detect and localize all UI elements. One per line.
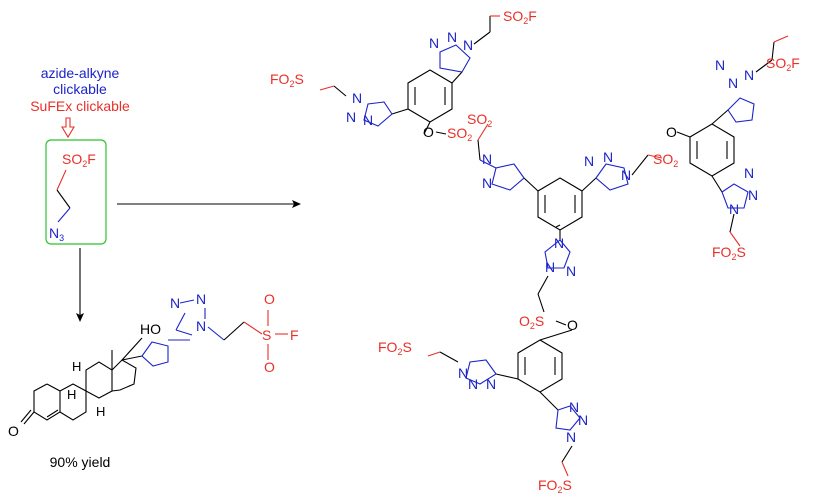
product-o-bottom-label: O (264, 359, 275, 375)
so2-top-label: SO2 (447, 125, 472, 143)
hollow-down-arrow-icon (61, 117, 75, 139)
top-aryl-branch: O SO2 N N N SO2F N N N FO2S (270, 8, 537, 143)
n-label: N (584, 153, 594, 169)
n-label: N (621, 167, 631, 183)
h-label-1: H (72, 359, 81, 374)
fo2s-bottom-left-label: FO2S (378, 339, 412, 357)
arrowhead-down-icon (76, 313, 84, 322)
n-label: N (363, 112, 373, 128)
ho-label: HO (140, 321, 161, 337)
o2s-bottom-label: O2S (519, 313, 544, 331)
h-label-3: H (67, 387, 76, 402)
product-s-label: S (262, 327, 271, 343)
n-label: N (429, 35, 439, 51)
right-aryl-branch: O N N N SO2F N N N FO2S (666, 35, 800, 262)
n-label: N (566, 429, 576, 445)
n-label: N (554, 235, 564, 251)
steroid-product: O HO H H H N N N S O O F (8, 291, 299, 439)
n-label: N (482, 151, 492, 167)
n-label: N (545, 259, 555, 275)
o-right-ether: O (666, 124, 677, 140)
n-label: N (729, 201, 739, 217)
fo2s-right-label: FO2S (712, 244, 746, 262)
product-o-top-label: O (264, 291, 275, 307)
n-label: N (447, 29, 457, 45)
bottom-aryl-branch: N N N FO2S N N N FO2S (378, 329, 588, 495)
n-label: N (566, 263, 576, 279)
h-label-2: H (96, 404, 105, 419)
n-label: N (569, 399, 579, 415)
product-f-label: F (290, 327, 299, 343)
n-label: N (744, 67, 754, 83)
n-label: N (486, 376, 496, 392)
so2f-right-label: SO2F (766, 55, 800, 73)
triazole-n-2: N (196, 291, 206, 307)
so2-right-label: SO2 (653, 151, 678, 169)
n-label: N (603, 149, 613, 165)
dendrimer-core: N N SO2 N N N SO2 N N N O2S O (467, 111, 678, 333)
so2-left-label: SO2 (467, 111, 492, 129)
fo2s-left-label: FO2S (270, 71, 304, 89)
fo2s-bottom-label: FO2S (538, 477, 572, 495)
n-label: N (482, 175, 492, 191)
n-label: N (468, 376, 478, 392)
so2f-top-label: SO2F (503, 8, 537, 26)
arrowhead-right-icon (292, 200, 301, 208)
ketone-o-label: O (8, 423, 19, 439)
o-bottom-ether: O (567, 317, 578, 333)
annotation-sufex-clickable: SuFEx clickable (30, 98, 130, 114)
yield-label: 90% yield (50, 454, 111, 470)
n-label: N (715, 57, 725, 73)
n-label: N (346, 109, 356, 125)
annotation-azide-alkyne: azide-alkyne (41, 65, 120, 81)
n-label: N (463, 37, 473, 53)
reagent-highlight-box (45, 139, 107, 245)
reagent-so2f-label: SO2F (62, 151, 96, 169)
reagent-molecule: SO2F N3 (49, 151, 96, 243)
n-label: N (352, 90, 362, 106)
o-top-ether: O (423, 124, 434, 140)
triazole-n-3: N (196, 318, 206, 334)
n-label: N (578, 412, 588, 428)
reagent-n3-label: N3 (49, 225, 64, 243)
n-label: N (728, 75, 738, 91)
annotation-clickable: clickable (53, 81, 107, 97)
n-label: N (748, 187, 758, 203)
n-label: N (458, 365, 468, 381)
triazole-n-1: N (170, 295, 180, 311)
n-label: N (744, 165, 754, 181)
